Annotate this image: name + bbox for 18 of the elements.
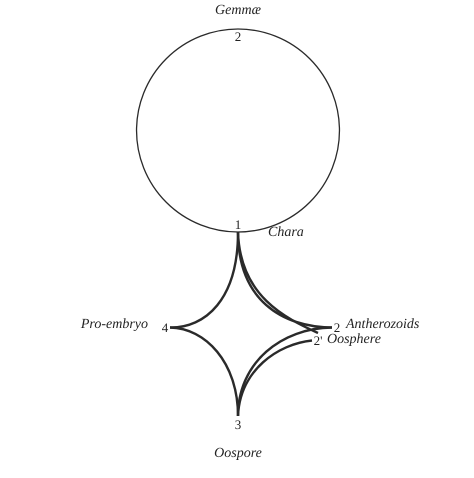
stage-number: 4	[160, 320, 170, 335]
stage-label: Oosphere	[327, 333, 381, 347]
circle-arc	[136, 28, 238, 233]
stage-number: 2	[332, 320, 342, 335]
curved-line	[236, 232, 318, 334]
stage-label: Antherozoids	[346, 318, 420, 332]
circle-arc	[238, 28, 340, 233]
curved-line	[170, 326, 240, 416]
stage-label: Gemmæ	[215, 4, 261, 18]
stage-number: 3	[233, 416, 243, 432]
stage-number: 2	[233, 29, 243, 44]
stage-label: Pro-embryo	[80, 318, 148, 332]
stage-number: 2'	[312, 333, 324, 348]
stage-label: Chara	[268, 226, 304, 240]
curved-line	[236, 339, 312, 416]
stage-number: 1	[233, 217, 243, 232]
curved-line	[170, 232, 240, 329]
stage-label: Oospore	[214, 447, 262, 461]
